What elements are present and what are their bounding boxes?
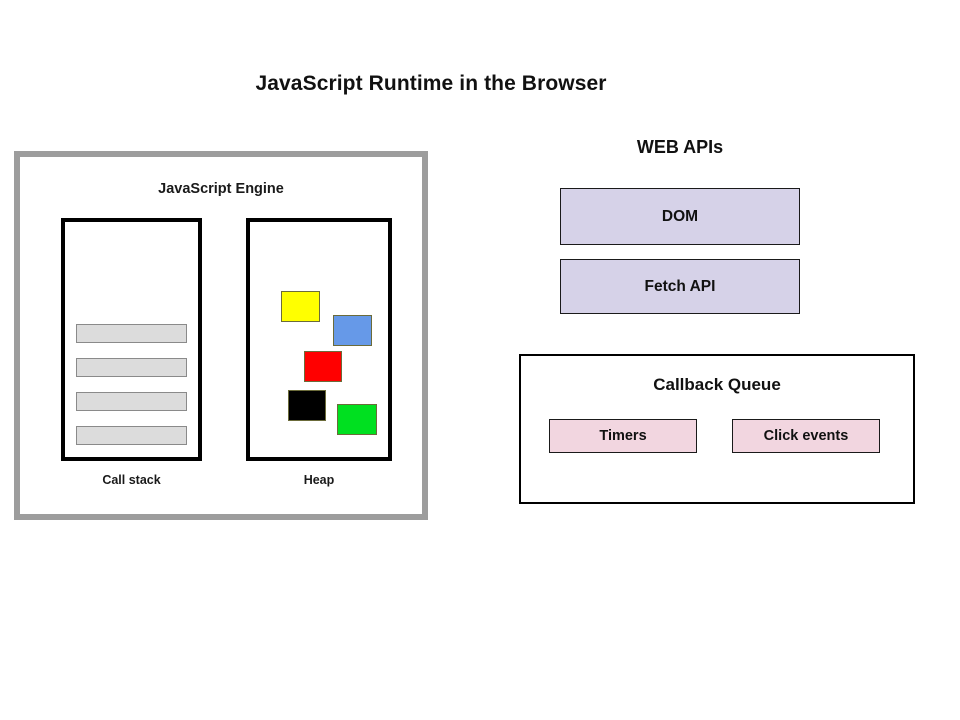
call-stack-caption: Call stack [102, 473, 161, 487]
heap-block-black [288, 390, 326, 421]
call-stack-frame [76, 392, 187, 411]
javascript-engine-panel: JavaScript Engine Call stack Heap [14, 151, 428, 520]
web-apis-title: WEB APIs [636, 137, 724, 157]
callback-queue-item-click-events[interactable]: Click events [732, 419, 880, 453]
callback-queue-title: Callback Queue [653, 375, 781, 394]
heap-block-red [304, 351, 342, 382]
call-stack-frame-list [76, 324, 187, 445]
web-api-item-dom[interactable]: DOM [560, 188, 800, 245]
heap-block-green [337, 404, 377, 435]
heap-column: Heap [246, 218, 392, 487]
web-api-item-fetch-api[interactable]: Fetch API [560, 259, 800, 314]
javascript-engine-title: JavaScript Engine [158, 181, 284, 197]
heap-block-blue [333, 315, 372, 346]
callback-queue-item-timers[interactable]: Timers [549, 419, 697, 453]
heap-caption: Heap [303, 473, 335, 487]
page-title: JavaScript Runtime in the Browser [255, 72, 607, 95]
call-stack-frame [76, 358, 187, 377]
heap-block-yellow [281, 291, 320, 322]
call-stack-box [61, 218, 202, 461]
call-stack-frame [76, 426, 187, 445]
call-stack-column: Call stack [61, 218, 202, 487]
callback-queue-panel: Callback Queue Timers Click events [519, 354, 915, 504]
call-stack-frame [76, 324, 187, 343]
heap-box [246, 218, 392, 461]
